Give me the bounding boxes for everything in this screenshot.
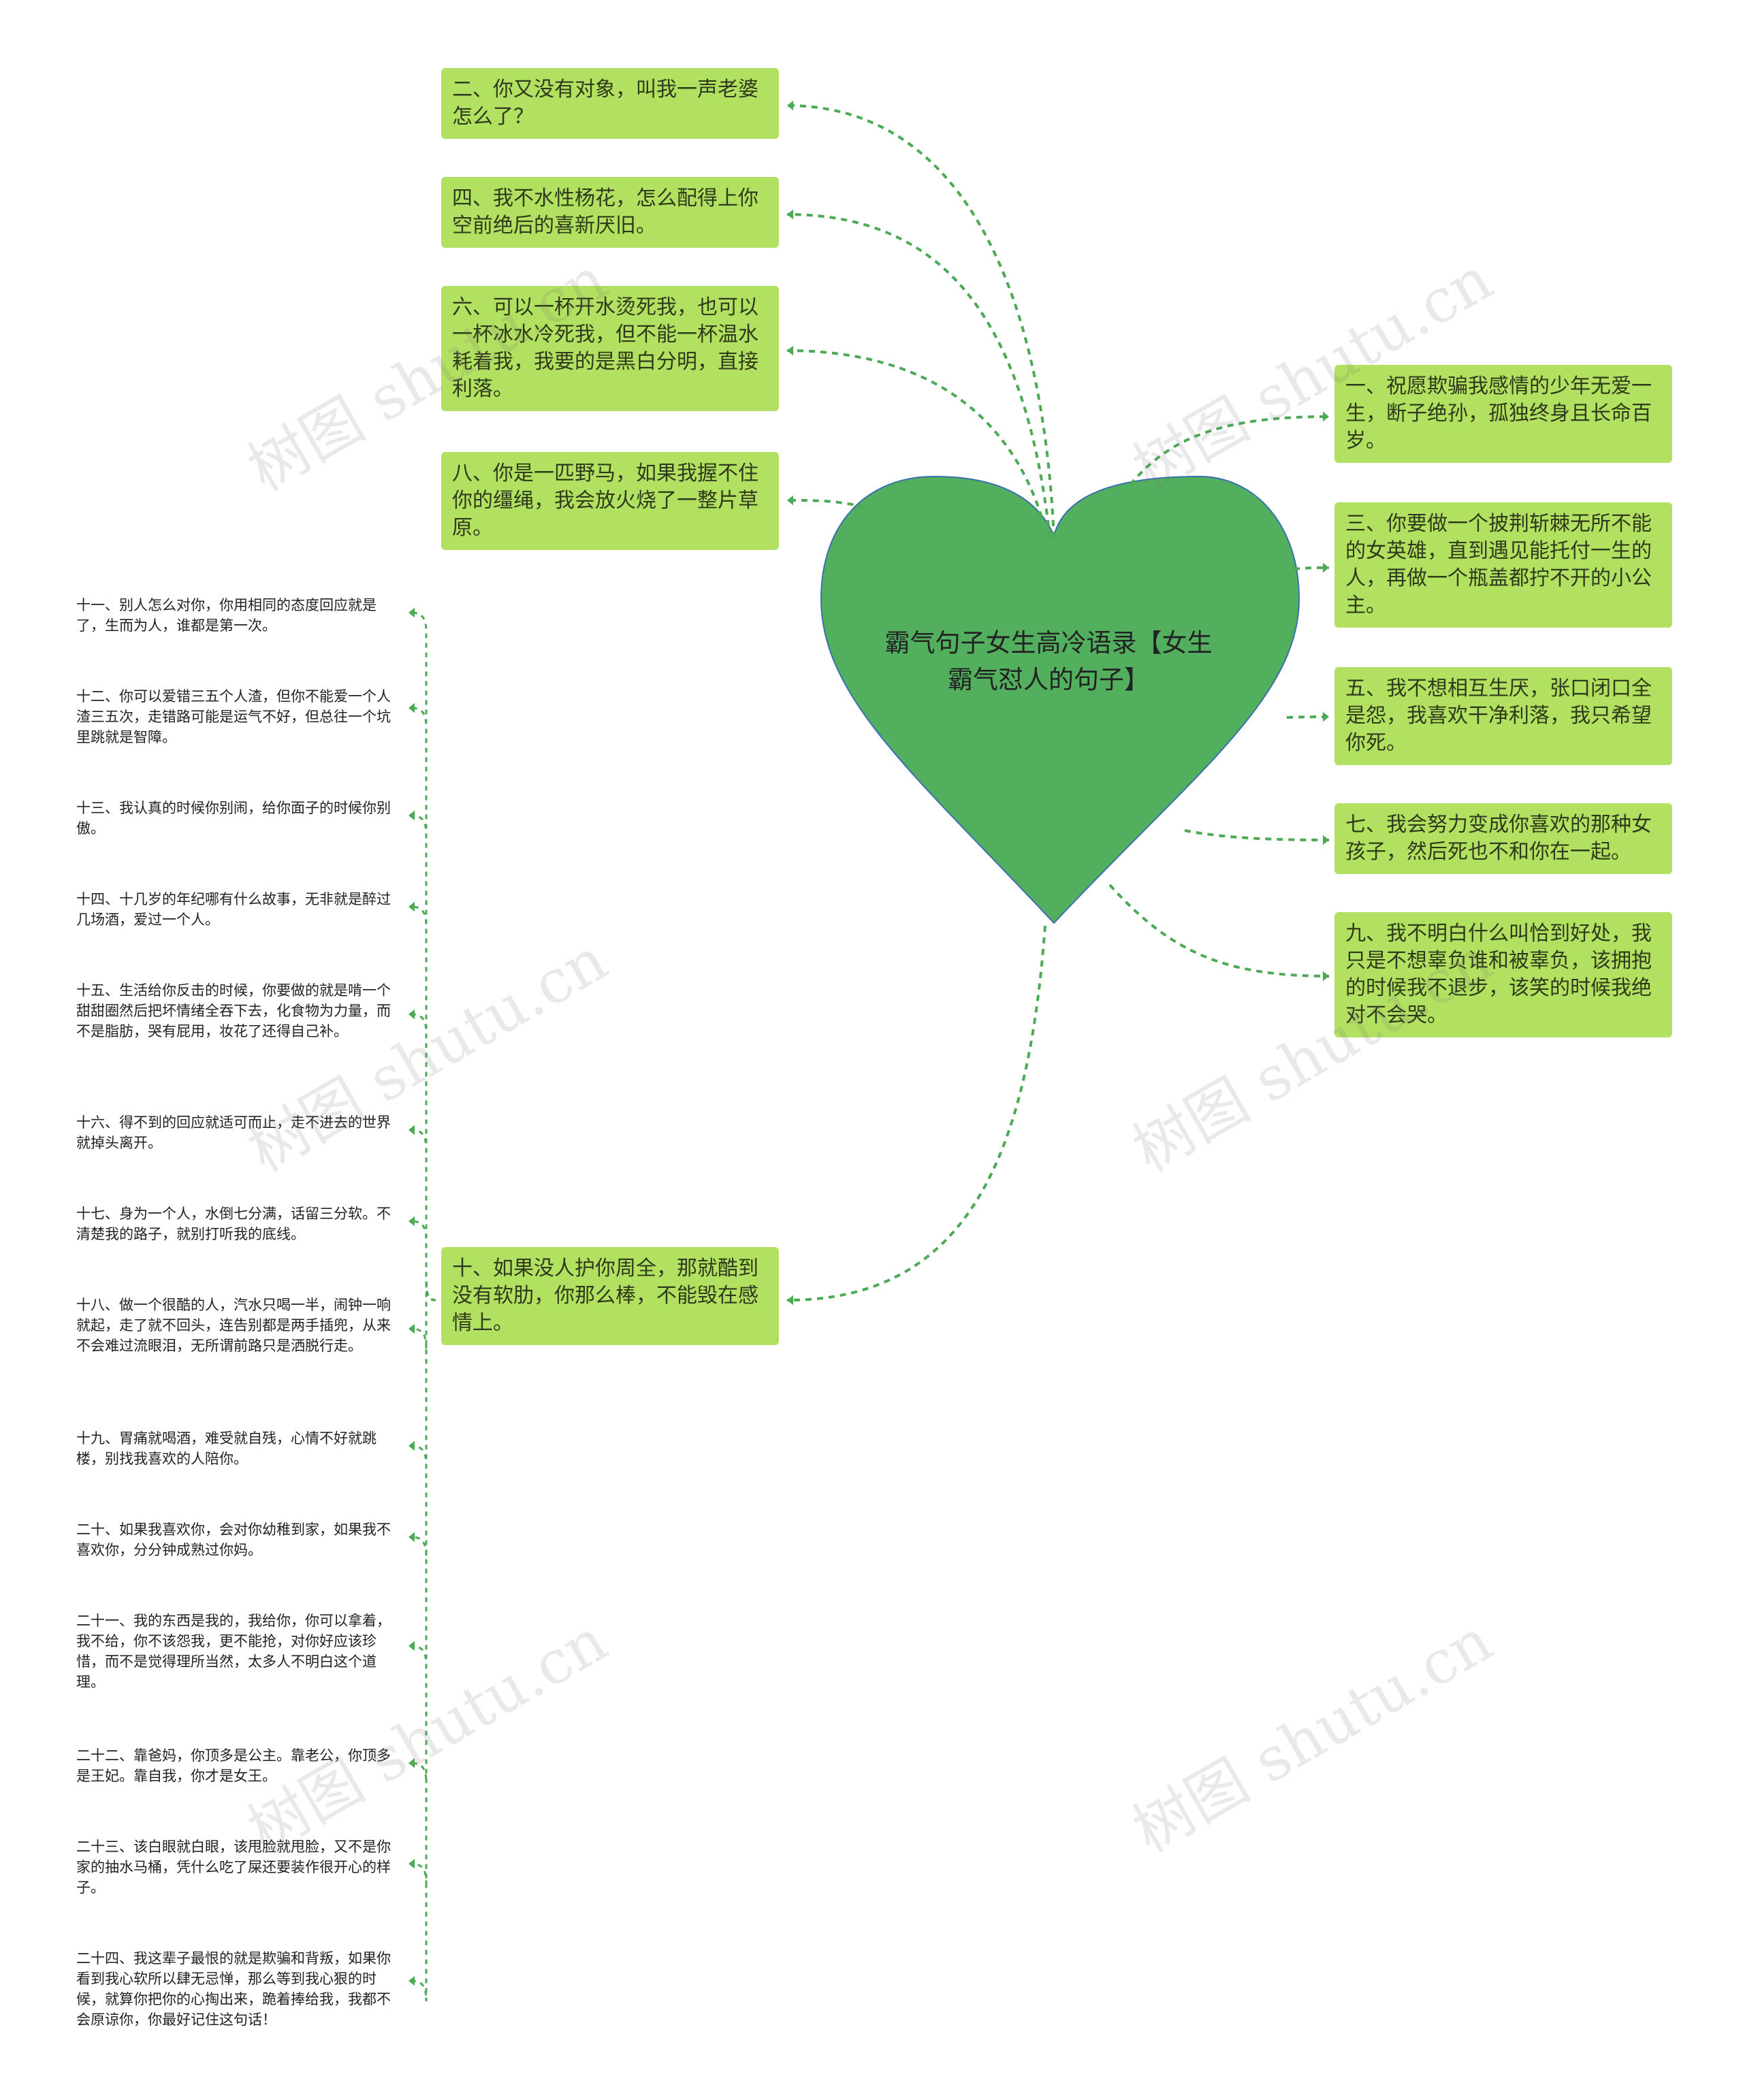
connector-arrow — [409, 810, 415, 821]
connector-arrow — [1323, 411, 1329, 422]
sub-note-24[interactable]: 二十四、我这辈子最恨的就是欺骗和背叛，如果你看到我心软所以肆无忌惮，那么等到我心… — [74, 1948, 406, 2034]
sub-note-16[interactable]: 十六、得不到的回应就适可而止，走不进去的世界就掉头离开。 — [74, 1112, 406, 1157]
connector-arrow — [787, 1295, 793, 1306]
sub-note-connector — [411, 1220, 436, 1302]
sub-note-connector — [411, 1279, 436, 1885]
connector-arrow — [409, 1216, 415, 1227]
sub-note-23[interactable]: 二十三、该白眼就白眼，该甩脸就甩脸，又不是你家的抽水马桶，凭什么吃了屎还要装作很… — [74, 1837, 406, 1902]
connector-arrow — [409, 1975, 415, 1986]
sub-note-15[interactable]: 十五、生活给你反击的时候，你要做的就是啃一个甜甜圈然后把坏情绪全吞下去，化食物为… — [74, 980, 406, 1046]
sub-note-13[interactable]: 十三、我认真的时候你别闹，给你面子的时候你别傲。 — [74, 798, 406, 843]
connector-arrow — [409, 1758, 415, 1768]
sub-note-connector — [411, 1279, 436, 1467]
connector-arrow — [409, 1323, 415, 1334]
branch-connector — [1293, 566, 1330, 570]
connector-arrow — [409, 1125, 415, 1135]
branch-connector — [786, 499, 865, 508]
branch-connector — [1108, 884, 1330, 978]
branch-node-2[interactable]: 二、你又没有对象，叫我一声老婆怎么了？ — [441, 68, 779, 139]
sub-note-12[interactable]: 十二、你可以爱错三五个人渣，但你不能爱一个人渣三五次，走错路可能是运气不好，但总… — [74, 686, 406, 752]
connector-arrow — [409, 1440, 415, 1451]
connector-arrow — [1323, 971, 1329, 982]
sub-note-14[interactable]: 十四、十几岁的年纪哪有什么故事，无非就是醉过几场酒，爱过一个人。 — [74, 889, 406, 934]
branch-connector — [786, 925, 1046, 1302]
branch-node-3[interactable]: 三、你要做一个披荆斩棘无所不能的女英雄，直到遇见能托付一生的人，再做一个瓶盖都拧… — [1334, 502, 1672, 628]
connector-arrow — [409, 607, 415, 618]
branch-node-6[interactable]: 六、可以一杯开水烫死我，也可以一杯冰水冷死我，但不能一杯温水耗着我，我要的是黑白… — [441, 286, 779, 411]
branch-node-9[interactable]: 九、我不明白什么叫恰到好处，我只是不想辜负谁和被辜负，该拥抱的时候我不退步，该笑… — [1334, 912, 1672, 1037]
connector-arrow — [787, 345, 793, 356]
connector-arrow — [1323, 562, 1329, 573]
sub-note-22[interactable]: 二十二、靠爸妈，你顶多是公主。靠老公，你顶多是王妃。靠自我，你才是女王。 — [74, 1745, 406, 1790]
sub-note-18[interactable]: 十八、做一个很酷的人，汽水只喝一半，闹钟一响就起，走了就不回头，连告别都是两手插… — [74, 1295, 406, 1360]
branch-node-8[interactable]: 八、你是一匹野马，如果我握不住你的缰绳，我会放火烧了一整片草原。 — [441, 452, 779, 550]
sub-note-20[interactable]: 二十、如果我喜欢你，会对你幼稚到家，如果我不喜欢你，分分钟成熟过你妈。 — [74, 1519, 406, 1564]
branch-node-1[interactable]: 一、祝愿欺骗我感情的少年无爱一生，断子绝孙，孤独终身且长命百岁。 — [1334, 365, 1672, 463]
sub-note-21[interactable]: 二十一、我的东西是我的，我给你，你可以拿着，我不给，你不该怨我，更不能抢，对你好… — [74, 1611, 406, 1696]
sub-note-connector — [411, 611, 436, 1302]
connector-arrow — [787, 100, 793, 111]
branch-connector — [1184, 829, 1330, 841]
connector-arrow — [1323, 711, 1329, 722]
sub-note-connector — [411, 1279, 436, 2002]
branch-connector — [786, 104, 1055, 538]
branch-node-5[interactable]: 五、我不想相互生厌，张口闭口全是怨，我喜欢干净利落，我只希望你死。 — [1334, 667, 1672, 765]
sub-note-connector — [411, 814, 436, 1302]
sub-note-connector — [411, 1129, 436, 1302]
branch-node-10[interactable]: 十、如果没人护你周全，那就酷到没有软肋，你那么棒，不能毁在感情上。 — [441, 1247, 779, 1345]
connector-arrow — [409, 1532, 415, 1542]
sub-note-19[interactable]: 十九、胃痛就喝酒，难受就自残，心情不好就跳楼，别找我喜欢的人陪你。 — [74, 1428, 406, 1473]
connector-arrow — [409, 702, 415, 713]
connector-arrow — [787, 495, 793, 506]
root-heart-shape — [820, 475, 1300, 924]
sub-note-17[interactable]: 十七、身为一个人，水倒七分满，话留三分软。不清楚我的路子，就别打听我的底线。 — [74, 1204, 406, 1248]
connector-arrow — [1323, 835, 1329, 845]
connector-arrow — [409, 1009, 415, 1020]
connector-arrow — [787, 209, 793, 220]
connector-arrow — [409, 1641, 415, 1651]
sub-note-connector — [411, 1279, 436, 1350]
connector-arrow — [409, 901, 415, 912]
connector-arrow — [409, 1858, 415, 1869]
branch-node-7[interactable]: 七、我会努力变成你喜欢的那种女孩子，然后死也不和你在一起。 — [1334, 803, 1672, 874]
sub-note-11[interactable]: 十一、别人怎么对你，你用相同的态度回应就是了，生而为人，谁都是第一次。 — [74, 595, 406, 640]
sub-note-connector — [411, 1279, 436, 1667]
sub-note-connector — [411, 1279, 436, 1558]
branch-node-4[interactable]: 四、我不水性杨花，怎么配得上你空前绝后的喜新厌旧。 — [441, 177, 779, 248]
root-topic[interactable]: 霸气句子女生高冷语录【女生霸气怼人的句子】 — [884, 628, 1213, 694]
branch-connector — [1129, 415, 1330, 486]
